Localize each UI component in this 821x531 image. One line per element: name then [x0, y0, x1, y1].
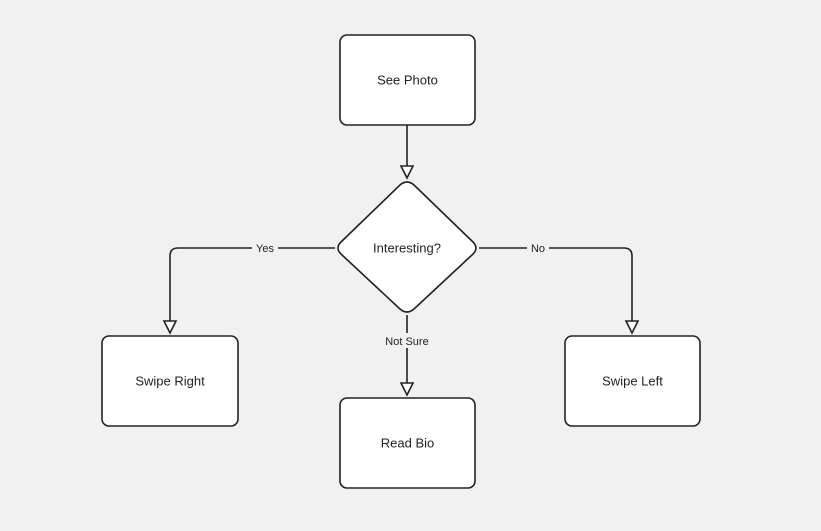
- edge-label-yes: Yes: [256, 243, 274, 255]
- edge-yes-to-swipe-right: [169, 247, 335, 321]
- node-see-photo-label: See Photo: [377, 73, 438, 88]
- node-interesting-label: Interesting?: [373, 241, 441, 256]
- arrowhead-down-icon: [624, 320, 640, 335]
- node-swipe-right[interactable]: Swipe Right: [101, 335, 239, 427]
- node-interesting-decision[interactable]: Interesting?: [337, 181, 477, 313]
- edge-label-no-group: No: [527, 240, 549, 255]
- edge-label-no: No: [531, 243, 545, 255]
- arrowhead-down-icon: [399, 382, 415, 397]
- node-swipe-left[interactable]: Swipe Left: [564, 335, 701, 427]
- edge-label-yes-group: Yes: [252, 240, 278, 255]
- arrowhead-down-icon: [162, 320, 178, 335]
- node-swipe-right-label: Swipe Right: [135, 374, 205, 389]
- arrowhead-down-icon: [399, 165, 415, 180]
- node-read-bio[interactable]: Read Bio: [339, 397, 476, 489]
- edge-label-not-sure-group: Not Sure: [381, 333, 433, 348]
- edge-no-to-swipe-left: [479, 247, 633, 321]
- node-see-photo[interactable]: See Photo: [339, 34, 476, 126]
- edge-label-not-sure: Not Sure: [385, 336, 428, 348]
- node-read-bio-label: Read Bio: [381, 436, 434, 451]
- node-swipe-left-label: Swipe Left: [602, 374, 663, 389]
- connectors: [162, 125, 640, 397]
